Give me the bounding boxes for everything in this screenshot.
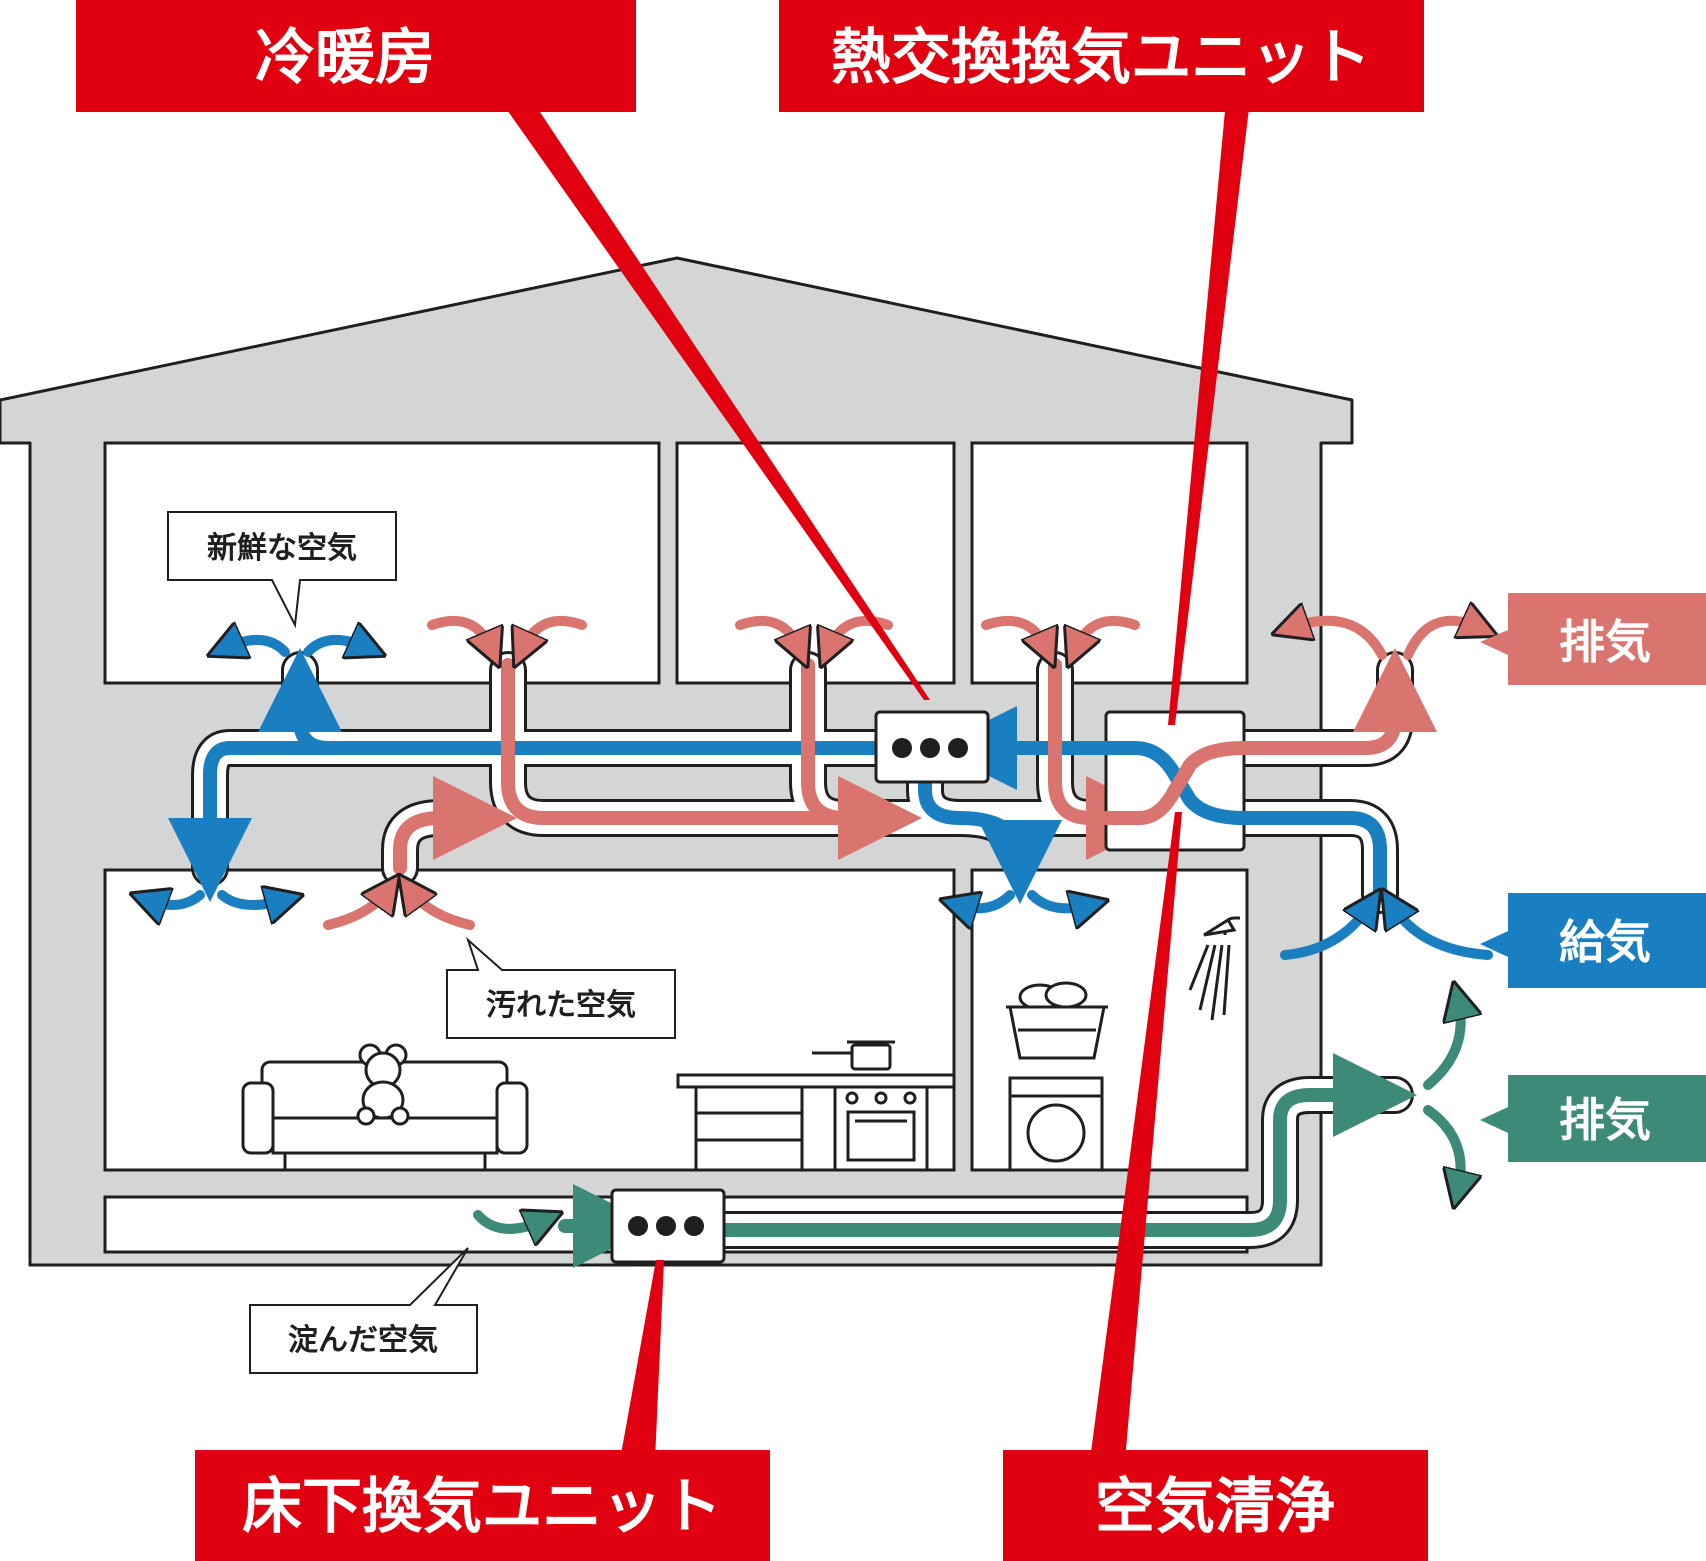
exhaust-flow-middle bbox=[801, 658, 887, 825]
ceiling-ac-unit bbox=[874, 710, 990, 784]
tag-supply-text: 給気 bbox=[1559, 915, 1651, 969]
pointer-underfloor bbox=[620, 1260, 664, 1460]
tag-supply: 給気 bbox=[1480, 893, 1706, 988]
callout-air-purification-text: 空気清浄 bbox=[1095, 1472, 1335, 1542]
underfloor-unit bbox=[610, 1188, 726, 1264]
pointer-heating-cooling bbox=[500, 100, 930, 700]
room-upper-middle bbox=[675, 441, 956, 685]
callout-heating-cooling-text: 冷暖房 bbox=[255, 23, 435, 93]
underfloor-flow bbox=[693, 1053, 1417, 1237]
washing-machine-icon bbox=[1008, 1076, 1104, 1172]
room-upper-right bbox=[970, 441, 1249, 685]
laundry-basket-icon bbox=[1006, 981, 1108, 1060]
callout-underfloor-unit-text: 床下換気ユニット bbox=[242, 1472, 722, 1542]
tag-exhaust-lower: 排気 bbox=[1480, 1075, 1706, 1162]
callout-heat-exchange-unit: 熱交換換気ユニット bbox=[779, 0, 1424, 112]
bubble-dirty-air-text: 汚れた空気 bbox=[486, 988, 636, 1023]
pot-icon bbox=[812, 1040, 895, 1071]
bubble-fresh-air-text: 新鮮な空気 bbox=[207, 531, 357, 566]
tag-exhaust-upper: 排気 bbox=[1480, 593, 1706, 685]
bubble-dirty-air: 汚れた空気 bbox=[446, 936, 676, 1039]
callout-underfloor-unit: 床下換気ユニット bbox=[195, 1450, 770, 1561]
outlet-arrows bbox=[148, 621, 1488, 1229]
bubble-stagnant-air: 淀んだ空気 bbox=[249, 1247, 478, 1374]
pointer-air-purification bbox=[1090, 812, 1182, 1460]
exhaust-flow-right bbox=[1048, 658, 1170, 860]
callout-heat-exchange-unit-text: 熱交換換気ユニット bbox=[831, 23, 1371, 93]
heat-exchange-unit bbox=[1099, 710, 1251, 852]
tag-exhaust-lower-text: 排気 bbox=[1559, 1093, 1651, 1147]
exhaust-flow-living bbox=[393, 776, 517, 875]
supply-flow-living bbox=[168, 741, 335, 902]
supply-flow-bath bbox=[918, 741, 1062, 904]
callout-air-purification: 空気清浄 bbox=[1003, 1450, 1428, 1561]
callout-pointers bbox=[500, 100, 1250, 1460]
bubble-stagnant-air-text: 淀んだ空気 bbox=[288, 1323, 438, 1358]
shower-icon bbox=[1188, 916, 1240, 1021]
teddy-bear-icon bbox=[356, 1043, 410, 1126]
bubble-fresh-air: 新鮮な空気 bbox=[167, 511, 397, 629]
stove-icon bbox=[833, 1085, 929, 1172]
callout-heating-cooling: 冷暖房 bbox=[76, 0, 636, 112]
pointer-heat-exchange bbox=[1168, 100, 1250, 725]
tag-exhaust-upper-text: 排気 bbox=[1559, 615, 1651, 669]
kitchen-counter-icon bbox=[676, 1073, 956, 1172]
